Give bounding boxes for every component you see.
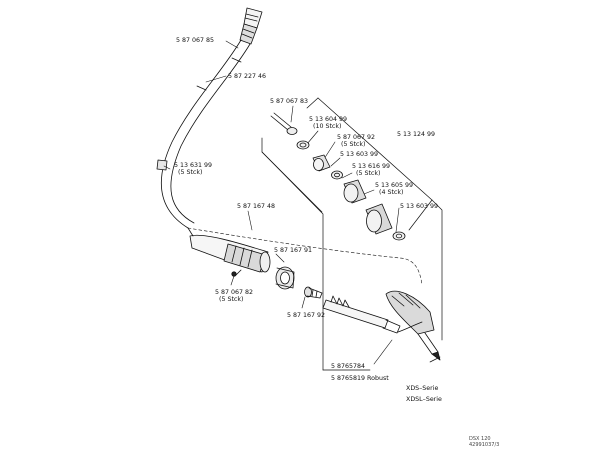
soldering-tip (385, 290, 441, 361)
assembly-frame (261, 97, 443, 371)
cable-connector-top (239, 7, 263, 45)
callout-5-8765784: 5 8765784 (331, 363, 365, 370)
callout-line: 5 87 067 83 (270, 98, 309, 105)
callout-line: 5 13 124 99 (397, 131, 436, 138)
callout-line: 5 13 604 99 (309, 116, 348, 123)
series-label: XDSL–Serie (406, 396, 442, 403)
footer-line-1: DSX 120 (469, 436, 491, 442)
callout-5-13-124-99: 5 13 124 99 (397, 131, 435, 138)
part-sleeve-1 (312, 154, 331, 172)
callout-5-13-603-99: 5 13 603 99 (340, 151, 378, 158)
callout-5-87-067-85: 5 87 067 85 (176, 37, 214, 44)
callout-line: 5 13 603 99 (400, 203, 439, 210)
callout-qty: (5 Stck) (356, 170, 381, 178)
callout-qty: (10 Stck) (313, 123, 342, 131)
series-label-xdsl: XDSL–Serie (406, 396, 442, 403)
part-ring-1 (296, 140, 310, 150)
part-ring-2 (331, 170, 343, 180)
callout-5-87-167-92: 5 87 167 92 (287, 312, 325, 319)
callout-qty: (5 Stck) (178, 169, 203, 177)
soldering-handle (187, 227, 271, 273)
part-sleeve-3 (365, 203, 393, 235)
callout-5-87-167-48: 5 87 167 48 (237, 203, 275, 210)
callout-qty: (4 Stck) (379, 189, 404, 197)
callout-5-8765819-robust: 5 8765819 Robust (331, 375, 389, 382)
callout-line: 5 87 227 46 (228, 73, 267, 80)
callout-5-13-605-99: 5 13 605 99 (4 Stck) (375, 182, 413, 197)
callout-5-87-227-46: 5 87 227 46 (228, 73, 266, 80)
callout-5-87-167-91: 5 87 167 91 (274, 247, 312, 254)
callout-line: 5 8765784 (331, 363, 366, 370)
callout-line: 5 87 167 92 (287, 312, 326, 319)
part-sleeve-2 (343, 179, 367, 204)
part-screw-small (231, 269, 242, 277)
callout-line: 5 8765819 Robust (331, 375, 389, 382)
callout-line: 5 13 616 99 (352, 163, 391, 170)
cable (156, 39, 251, 229)
callout-5-13-616-99: 5 13 616 99 (5 Stck) (352, 163, 390, 178)
callout-line: 5 87 067 85 (176, 37, 215, 44)
callout-qty: (5 Stck) (219, 296, 244, 304)
callout-line: 5 13 605 99 (375, 182, 414, 189)
callout-5-87-067-83: 5 87 067 83 (270, 98, 308, 105)
callout-line: 5 87 067 92 (337, 134, 376, 141)
footer-code: DSX 120 42991037/3 (469, 436, 499, 448)
callout-line: 5 87 067 82 (215, 289, 254, 296)
series-label: XDS–Serie (406, 385, 439, 392)
part-pin (270, 112, 298, 135)
footer-line-2: 42991037/3 (469, 442, 500, 448)
series-label-xds: XDS–Serie (406, 385, 438, 392)
guide-curve (187, 227, 423, 286)
leader-lines (163, 40, 400, 365)
part-nut (275, 266, 295, 290)
part-ring-3 (392, 231, 406, 241)
callout-line: 5 87 167 48 (237, 203, 276, 210)
callout-5-87-067-92: 5 87 067 92 (5 Stck) (337, 134, 375, 149)
callout-line: 5 87 167 91 (274, 247, 313, 254)
callout-5-87-067-82: 5 87 067 82 (5 Stck) (215, 289, 253, 304)
callout-5-13-603-99-b: 5 13 603 99 (400, 203, 438, 210)
part-screw (304, 286, 323, 299)
callout-qty: (5 Stck) (341, 141, 366, 149)
heating-element (322, 295, 401, 334)
callout-5-13-631-99: 5 13 631 99 (5 Stck) (174, 162, 212, 177)
callout-line: 5 13 603 99 (340, 151, 379, 158)
callout-5-13-604-99: 5 13 604 99 (10 Stck) (309, 116, 347, 131)
callout-line: 5 13 631 99 (174, 162, 213, 169)
